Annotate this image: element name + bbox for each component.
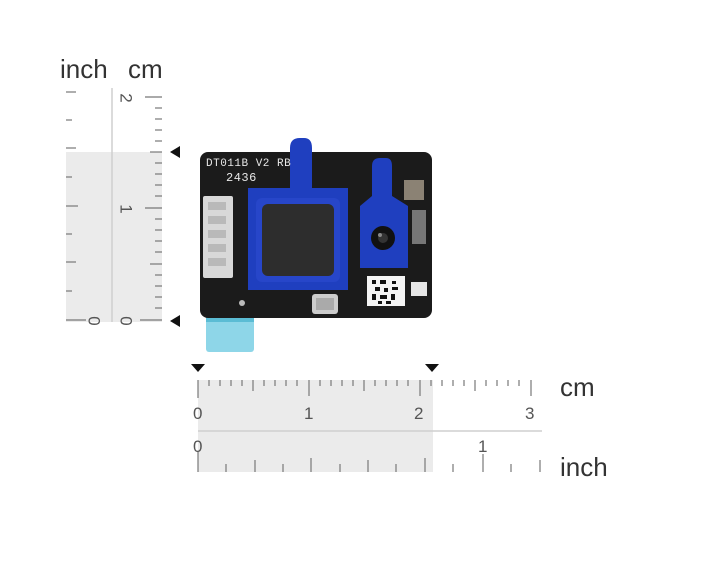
vertical-inch-unit-label: inch xyxy=(60,54,108,84)
horizontal-left-marker xyxy=(191,364,205,372)
vertical-cm-label-1: 1 xyxy=(116,204,136,214)
horizontal-inch-label-1: 1 xyxy=(478,437,488,456)
silkscreen-line1: DT011B V2 RB xyxy=(206,158,292,170)
horizontal-inch-label-0: 0 xyxy=(193,437,203,456)
horizontal-cm-label-1: 1 xyxy=(304,404,314,423)
vertical-inch-ticks xyxy=(66,91,86,321)
horizontal-inch-unit-label: inch xyxy=(560,452,608,482)
fingerprint-sensor xyxy=(262,204,334,276)
horizontal-cm-unit-label: cm xyxy=(560,372,595,402)
vertical-cm-label-0: 0 xyxy=(116,316,136,326)
vertical-ruler-shade xyxy=(66,152,162,322)
chip-component xyxy=(404,180,424,200)
horizontal-cm-label-0: 0 xyxy=(193,404,203,423)
horizontal-cm-ticks xyxy=(197,380,532,398)
vertical-top-marker xyxy=(170,146,180,158)
silkscreen-line2: 2436 xyxy=(226,171,257,185)
vertical-bottom-marker xyxy=(170,315,180,327)
vertical-cm-label-2: 2 xyxy=(116,93,136,103)
vertical-inch-label-0: 0 xyxy=(84,316,104,326)
flex-cable xyxy=(206,314,254,352)
horizontal-right-marker xyxy=(425,364,439,372)
vertical-cm-ticks xyxy=(140,96,162,321)
vertical-cm-unit-label: cm xyxy=(128,54,163,84)
horizontal-cm-label-2: 2 xyxy=(414,404,424,423)
horizontal-cm-label-3: 3 xyxy=(525,404,535,423)
horizontal-inch-ticks xyxy=(197,452,541,472)
horizontal-ruler-shade xyxy=(198,380,433,472)
